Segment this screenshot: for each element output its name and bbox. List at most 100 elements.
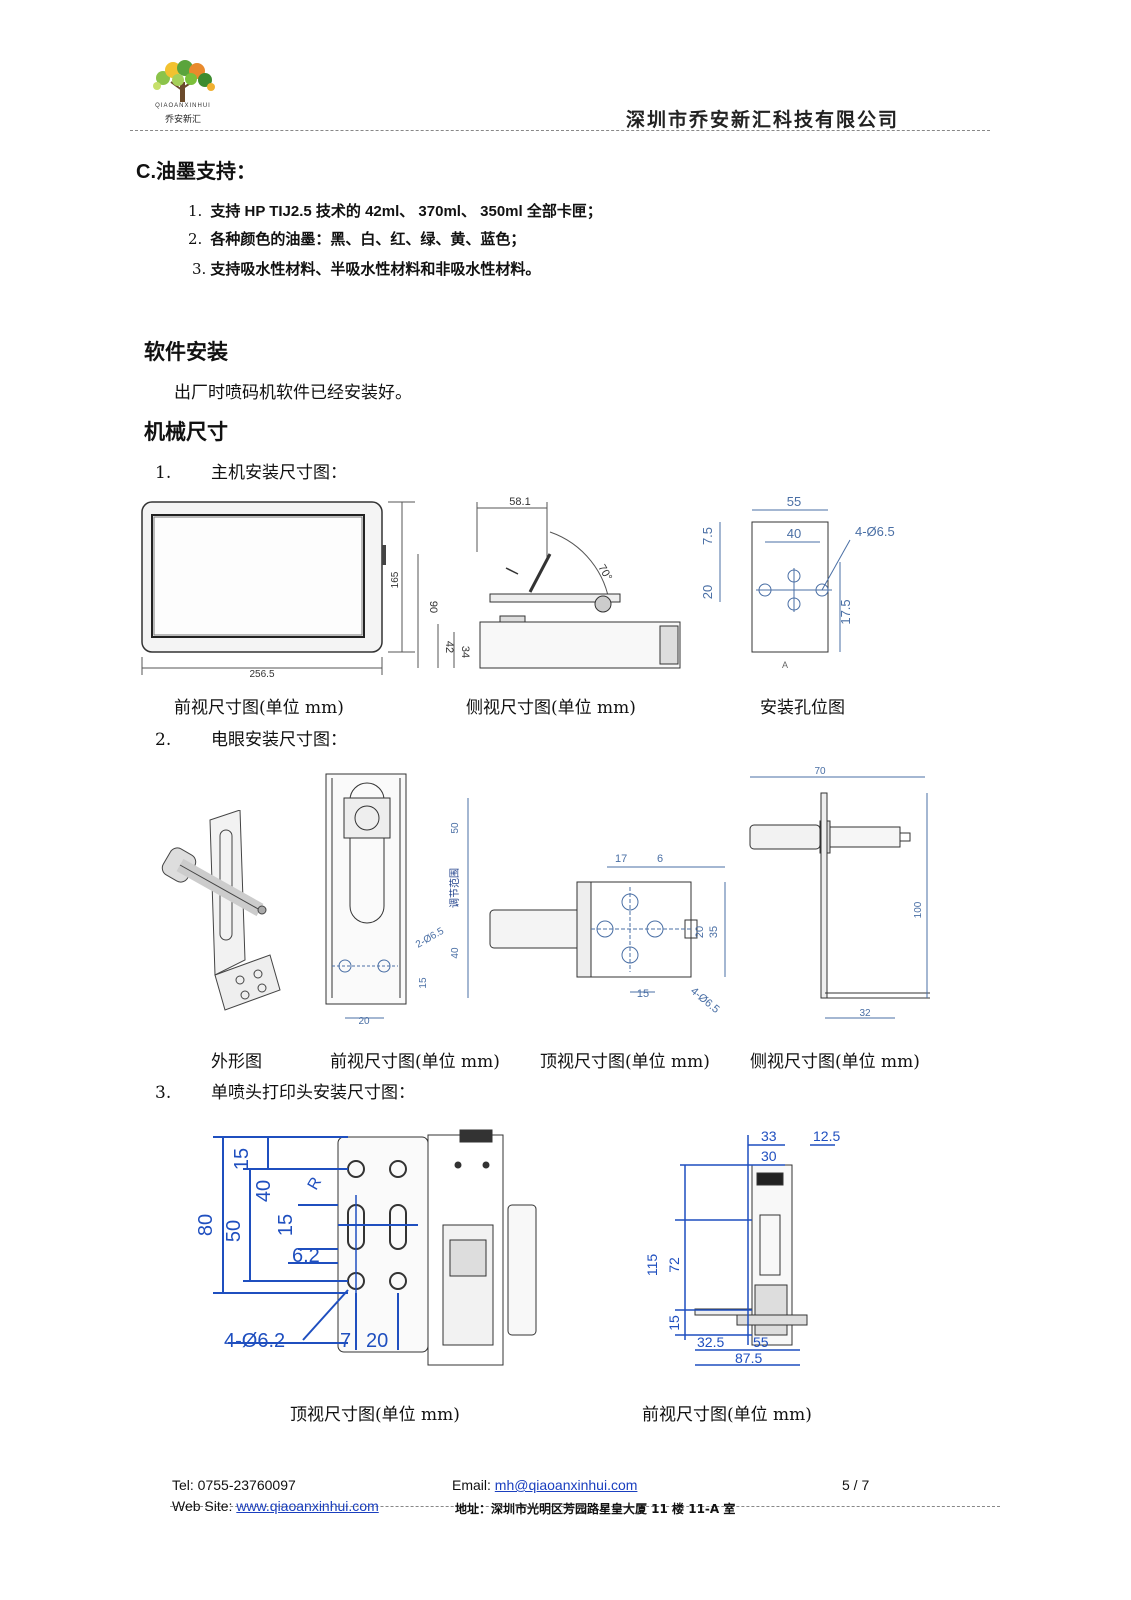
dim-hole-dia: 4-Ø6.5 bbox=[855, 524, 895, 539]
caption-printhead-front: 前视尺寸图(单位 mm) bbox=[642, 1405, 812, 1425]
dim-115: 115 bbox=[645, 1254, 660, 1277]
ink-list-item: 1. 支持 HP TIJ2.5 技术的 42ml、 370ml、 350ml 全部… bbox=[188, 200, 602, 221]
software-heading: 软件安装 bbox=[144, 341, 228, 364]
caption-printhead-top: 顶视尺寸图(单位 mm) bbox=[290, 1405, 460, 1425]
section-number: 1. bbox=[155, 463, 172, 483]
dim-34: 34 bbox=[459, 646, 471, 658]
section-2-title: 2.电眼安装尺寸图： bbox=[155, 725, 347, 750]
mechanical-heading: 机械尺寸 bbox=[144, 421, 228, 444]
dim-55: 55 bbox=[787, 494, 801, 509]
section-title-text: 电眼安装尺寸图： bbox=[211, 730, 347, 750]
mounting-holes-figure: 55 40 4-Ø6.5 7.5 20 17.5 A bbox=[690, 492, 920, 682]
dim-15b: 15 bbox=[275, 1214, 297, 1236]
page-number: 5 / 7 bbox=[842, 1477, 870, 1493]
dim-20: 20 bbox=[358, 1016, 370, 1027]
footer-email: Email: mh@qiaoanxinhui.com bbox=[452, 1477, 637, 1493]
website-label: Web Site: bbox=[172, 1498, 237, 1514]
footer-address: 地址：深圳市光明区芳园路星皇大厦 11 楼 11-A 室 bbox=[455, 1502, 736, 1516]
section-3-title: 3. 单喷头打印头安装尺寸图： bbox=[155, 1078, 415, 1103]
list-text: 支持 HP TIJ2.5 技术的 42ml、 370ml、 350ml 全部卡匣… bbox=[210, 203, 602, 220]
dim-15: 15 bbox=[637, 988, 649, 1000]
dim-7.5: 7.5 bbox=[700, 527, 715, 545]
dim-87.5: 87.5 bbox=[735, 1350, 762, 1366]
sensor-top-view-figure: 17 6 20 35 15 4-Ø6.5 bbox=[485, 842, 740, 1022]
dim-40: 40 bbox=[450, 947, 461, 959]
header-divider bbox=[130, 130, 990, 131]
dim-top: 58.1 bbox=[509, 496, 530, 508]
sensor-side-view-figure: 70 100 32 bbox=[745, 765, 945, 1030]
dim-width: 256.5 bbox=[249, 669, 274, 680]
dim-4-dia: 4-Ø6.5 bbox=[688, 985, 721, 1016]
dim-2-dia: 2-Ø6.5 bbox=[414, 926, 446, 951]
dim-20: 20 bbox=[700, 585, 715, 599]
dim-6.2: 6.2 bbox=[292, 1245, 320, 1267]
caption-outline: 外形图 bbox=[211, 1052, 262, 1072]
dim-100: 100 bbox=[913, 901, 924, 918]
dim-40: 40 bbox=[253, 1180, 275, 1202]
caption-side-view: 侧视尺寸图(单位 mm) bbox=[466, 698, 636, 718]
tree-logo-icon bbox=[153, 60, 215, 102]
printhead-top-view-figure: 15 40 80 50 15 6.2 R 4-Ø6.2 7 20 bbox=[188, 1125, 548, 1370]
section-1-title: 1.主机安装尺寸图： bbox=[155, 458, 347, 483]
caption-front-view: 前视尺寸图(单位 mm) bbox=[174, 698, 344, 718]
dim-h90: 90 bbox=[427, 601, 439, 613]
caption-sensor-top: 顶视尺寸图(单位 mm) bbox=[540, 1052, 710, 1072]
printhead-front-view-figure: 33 12.5 30 115 72 15 32.5 55 87.5 bbox=[645, 1125, 845, 1370]
list-number: 3. bbox=[192, 260, 207, 278]
dim-32.5: 32.5 bbox=[697, 1334, 724, 1350]
dim-70: 70 bbox=[814, 766, 826, 777]
list-number: 1. bbox=[188, 202, 203, 220]
footer-divider bbox=[170, 1506, 1000, 1507]
adjust-range-label: 调节范围 bbox=[448, 868, 461, 908]
section-number: 3. bbox=[155, 1083, 172, 1103]
ink-list-item: 2. 各种颜色的油墨：黑、白、红、绿、黄、蓝色； bbox=[188, 228, 525, 249]
dim-80: 80 bbox=[195, 1214, 217, 1236]
ink-support-heading: C.油墨支持： bbox=[136, 161, 256, 183]
ink-list-item: 3.支持吸水性材料、半吸水性材料和非吸水性材料。 bbox=[192, 258, 540, 279]
list-number: 2. bbox=[188, 230, 203, 248]
dim-33: 33 bbox=[761, 1128, 777, 1144]
logo-english-text: QIAOANXINHUI bbox=[155, 103, 211, 109]
software-text: 出厂时喷码机软件已经安装好。 bbox=[174, 383, 412, 403]
company-logo: QIAOANXINHUI 乔安新汇 bbox=[133, 60, 233, 130]
host-front-view-figure: 256.5 165 bbox=[130, 490, 420, 680]
dim-height: 165 bbox=[390, 571, 401, 588]
dim-20: 20 bbox=[694, 926, 706, 938]
logo-chinese-text: 乔安新汇 bbox=[164, 115, 201, 125]
list-text: 各种颜色的油墨：黑、白、红、绿、黄、蓝色； bbox=[210, 231, 526, 248]
website-link[interactable]: www.qiaoanxinhui.com bbox=[236, 1498, 379, 1514]
caption-hole-layout: 安装孔位图 bbox=[760, 698, 845, 718]
dim-72: 72 bbox=[666, 1257, 682, 1273]
dim-20: 20 bbox=[366, 1330, 388, 1352]
section-title-text: 单喷头打印头安装尺寸图： bbox=[211, 1083, 415, 1103]
dim-angle: 70° bbox=[595, 563, 614, 583]
dim-15: 15 bbox=[231, 1148, 253, 1170]
host-side-view-figure: 58.1 70° 90 42 34 bbox=[410, 492, 700, 682]
dim-40: 40 bbox=[787, 526, 801, 541]
dim-42: 42 bbox=[443, 641, 455, 653]
dim-15: 15 bbox=[666, 1315, 682, 1331]
dim-30: 30 bbox=[761, 1148, 777, 1164]
footer-website: Web Site: www.qiaoanxinhui.com bbox=[172, 1498, 379, 1514]
dim-15: 15 bbox=[418, 977, 429, 989]
dim-50: 50 bbox=[450, 822, 461, 834]
dim-17: 17 bbox=[615, 853, 627, 865]
dim-35: 35 bbox=[708, 926, 720, 938]
dim-12.5: 12.5 bbox=[813, 1128, 840, 1144]
caption-sensor-front: 前视尺寸图(单位 mm) bbox=[330, 1052, 500, 1072]
dim-7: 7 bbox=[340, 1330, 351, 1352]
sensor-front-view-figure: 50 调节范围 40 2-Ø6.5 15 20 bbox=[318, 768, 478, 1028]
sensor-outline-figure bbox=[150, 810, 290, 1020]
dim-6: 6 bbox=[657, 853, 663, 865]
label-a: A bbox=[782, 660, 788, 670]
dim-17.5: 17.5 bbox=[838, 599, 853, 624]
list-text: 支持吸水性材料、半吸水性材料和非吸水性材料。 bbox=[210, 261, 541, 278]
dim-55: 55 bbox=[753, 1334, 769, 1350]
email-label: Email: bbox=[452, 1477, 495, 1493]
company-name: 深圳市乔安新汇科技有限公司 bbox=[626, 109, 900, 131]
caption-sensor-side: 侧视尺寸图(单位 mm) bbox=[750, 1052, 920, 1072]
email-link[interactable]: mh@qiaoanxinhui.com bbox=[494, 1477, 638, 1493]
dim-50: 50 bbox=[223, 1220, 245, 1242]
dim-32: 32 bbox=[859, 1008, 871, 1019]
dim-radius: R bbox=[305, 1174, 326, 1193]
